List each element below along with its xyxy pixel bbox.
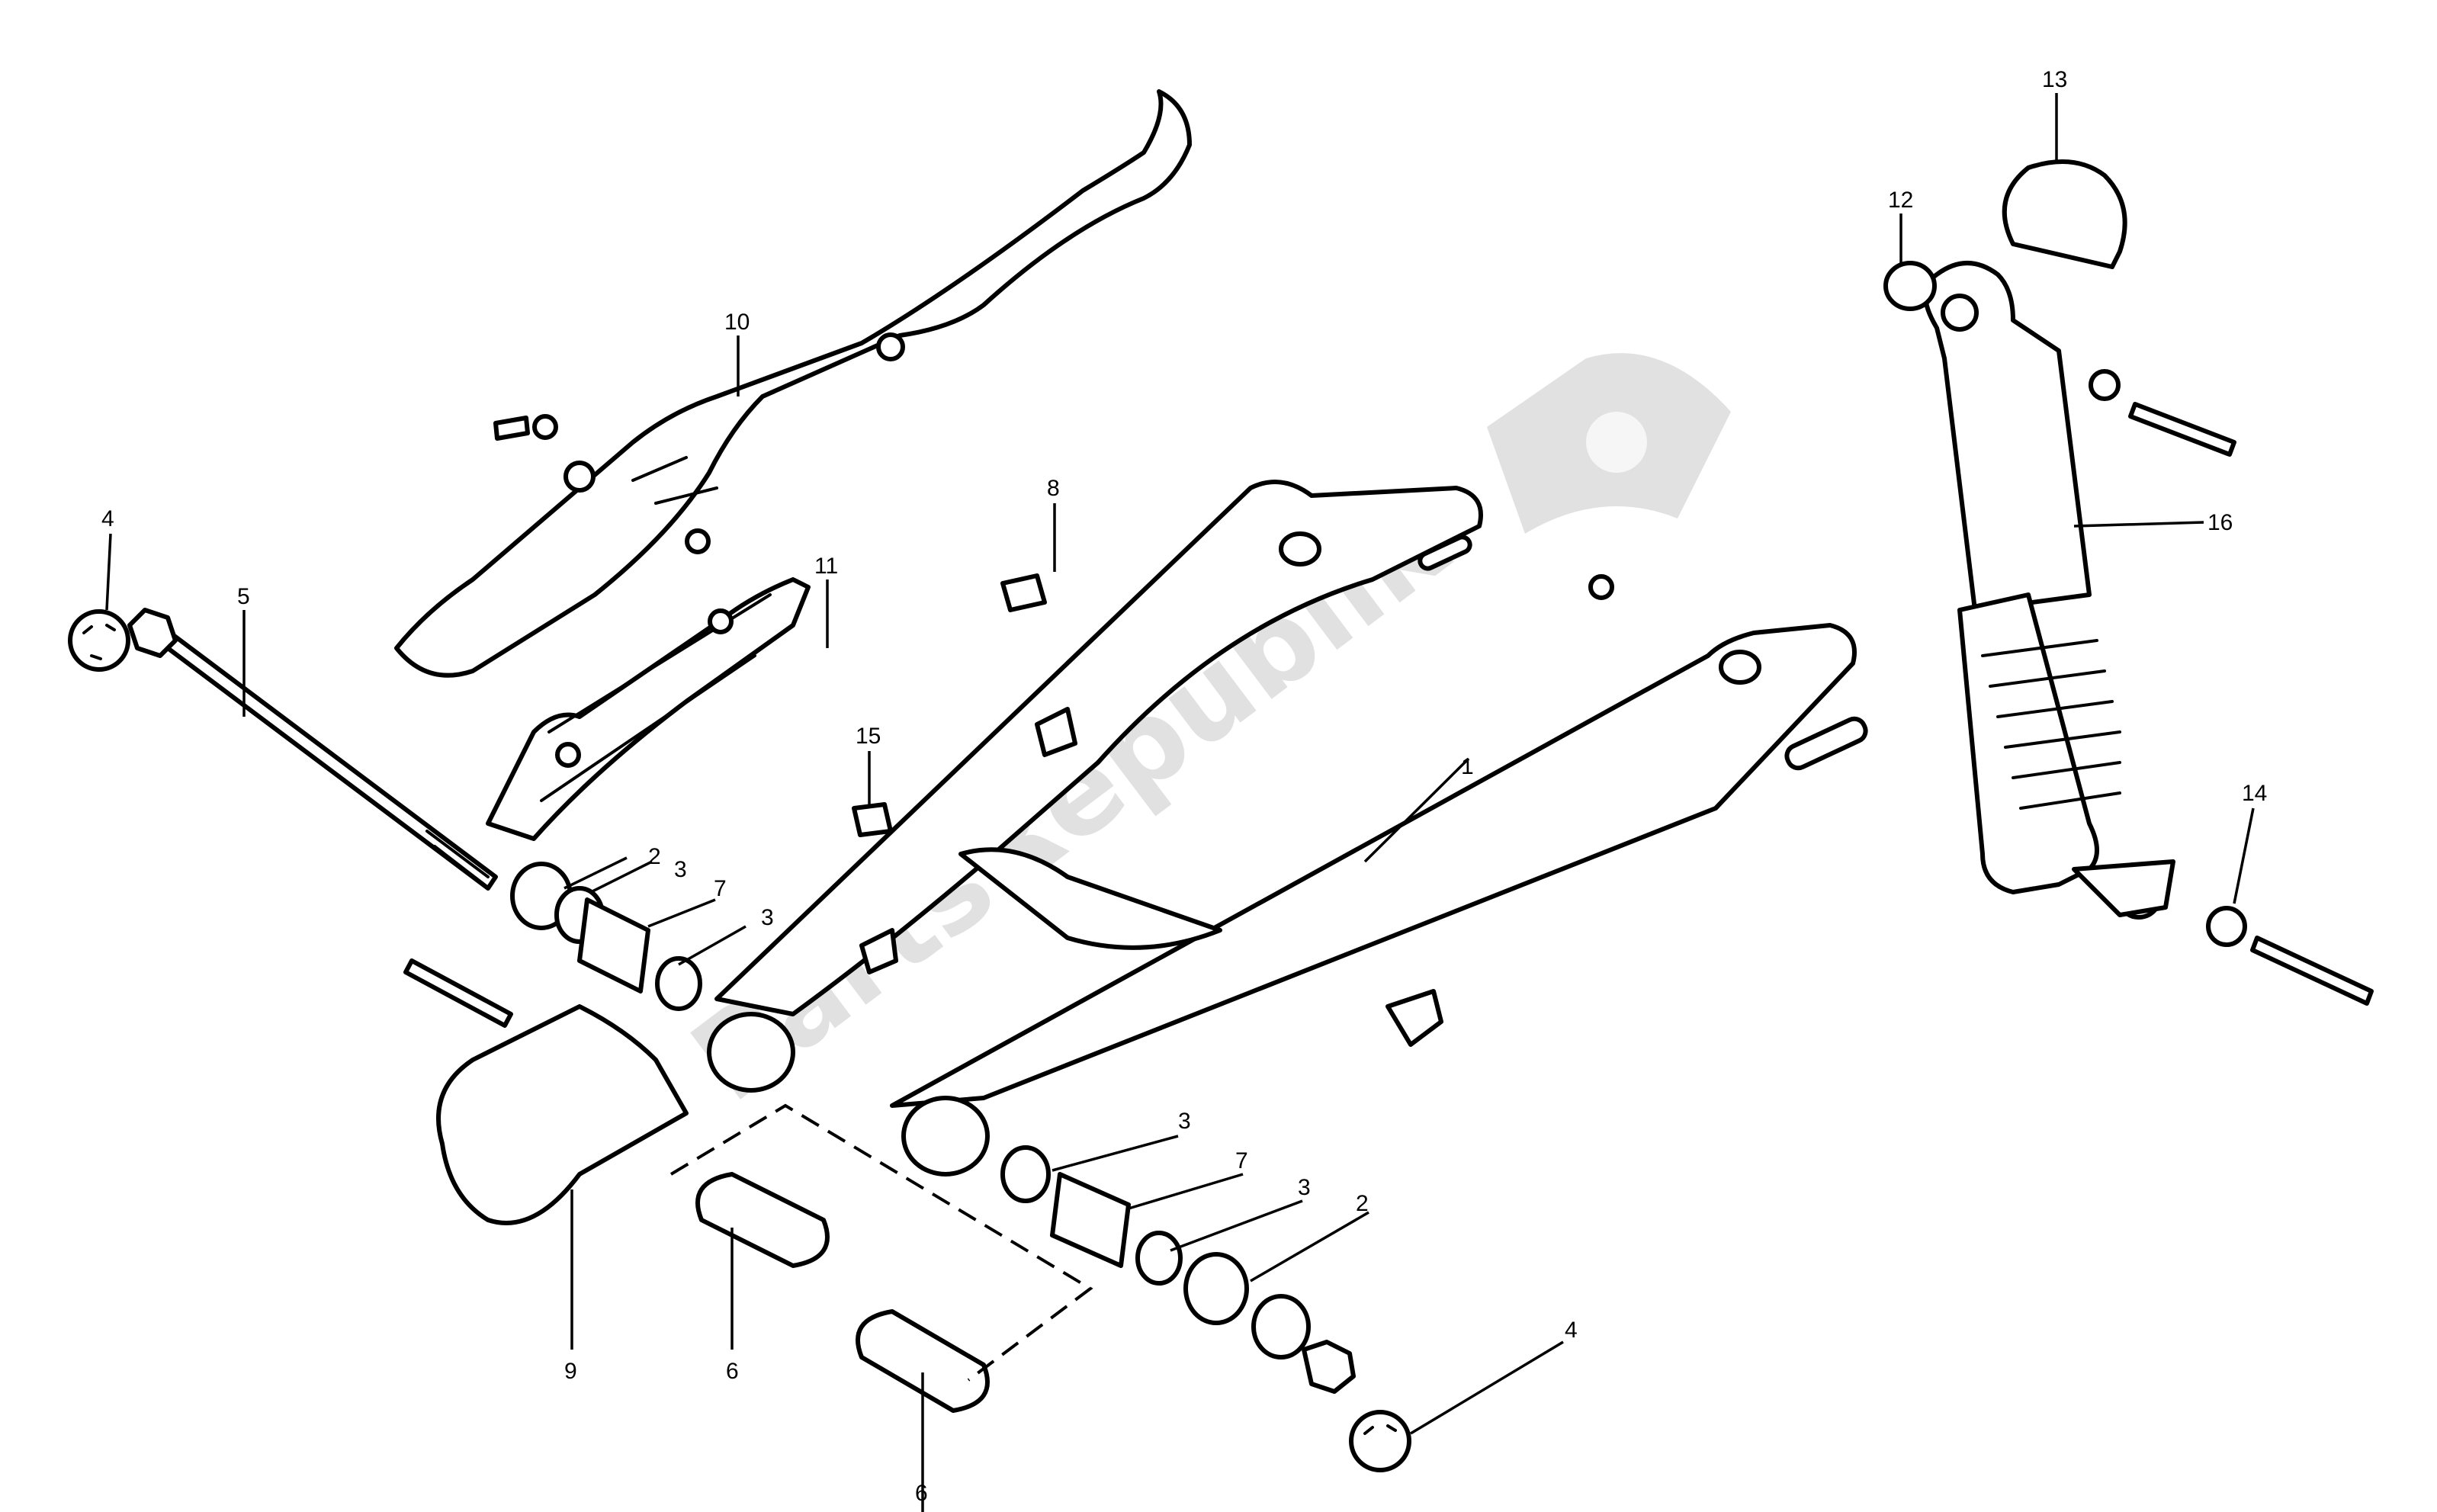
shock-top-cap [2002, 159, 2127, 269]
callout-3d: 3 [1298, 1175, 1311, 1200]
shock-bolt-top [2128, 402, 2236, 457]
callout-8: 8 [1047, 476, 1060, 501]
callout-4b: 4 [1565, 1318, 1578, 1343]
bushing-6a [695, 1172, 830, 1268]
callout-14: 14 [2242, 781, 2267, 806]
shock-washer-top [2089, 369, 2121, 401]
chain-guard [394, 89, 1192, 678]
callout-13: 13 [2042, 67, 2067, 92]
callout-7a: 7 [714, 876, 727, 901]
callout-1: 1 [1461, 754, 1474, 779]
pivot-bolt-left [403, 958, 513, 1028]
callout-2a: 2 [648, 844, 661, 869]
chain-guard-lower [436, 1004, 689, 1225]
callout-2b: 2 [1356, 1191, 1369, 1216]
callout-6b: 6 [915, 1481, 928, 1506]
callout-4a: 4 [101, 506, 114, 531]
right-bushing-set [1000, 1145, 1356, 1394]
shock-bolt-bottom [2250, 936, 2374, 1006]
chain-slider [486, 577, 811, 841]
callout-12: 12 [1888, 188, 1913, 213]
callout-10: 10 [724, 310, 750, 335]
clip-8 [1000, 573, 1047, 612]
callout-9: 9 [564, 1359, 577, 1384]
rear-shock-absorber [1923, 261, 2175, 920]
shock-ring [1883, 261, 1937, 311]
assembly-line [669, 1103, 1093, 1382]
swing-arm [707, 480, 1868, 1177]
callout-5: 5 [237, 584, 250, 609]
clip-15 [852, 802, 893, 837]
callout-7b: 7 [1235, 1148, 1248, 1173]
callout-3c: 3 [1178, 1109, 1191, 1134]
bushing-6b [856, 1309, 990, 1413]
callout-6a: 6 [726, 1359, 739, 1384]
pivot-axle [127, 608, 498, 891]
callout-3b: 3 [761, 905, 774, 930]
leader-lines [105, 93, 2255, 1512]
callout-15: 15 [856, 724, 881, 749]
callout-3a: 3 [674, 857, 687, 882]
callout-16: 16 [2207, 510, 2233, 535]
callouts: 1 2 2 3 3 3 3 4 4 5 6 6 7 7 8 9 10 11 12… [101, 67, 2267, 1506]
callout-11: 11 [814, 554, 838, 579]
cap-left [68, 609, 130, 672]
cap-right [1349, 1410, 1411, 1472]
shock-washer-14 [2206, 906, 2247, 947]
left-bushing-set [510, 862, 702, 1011]
